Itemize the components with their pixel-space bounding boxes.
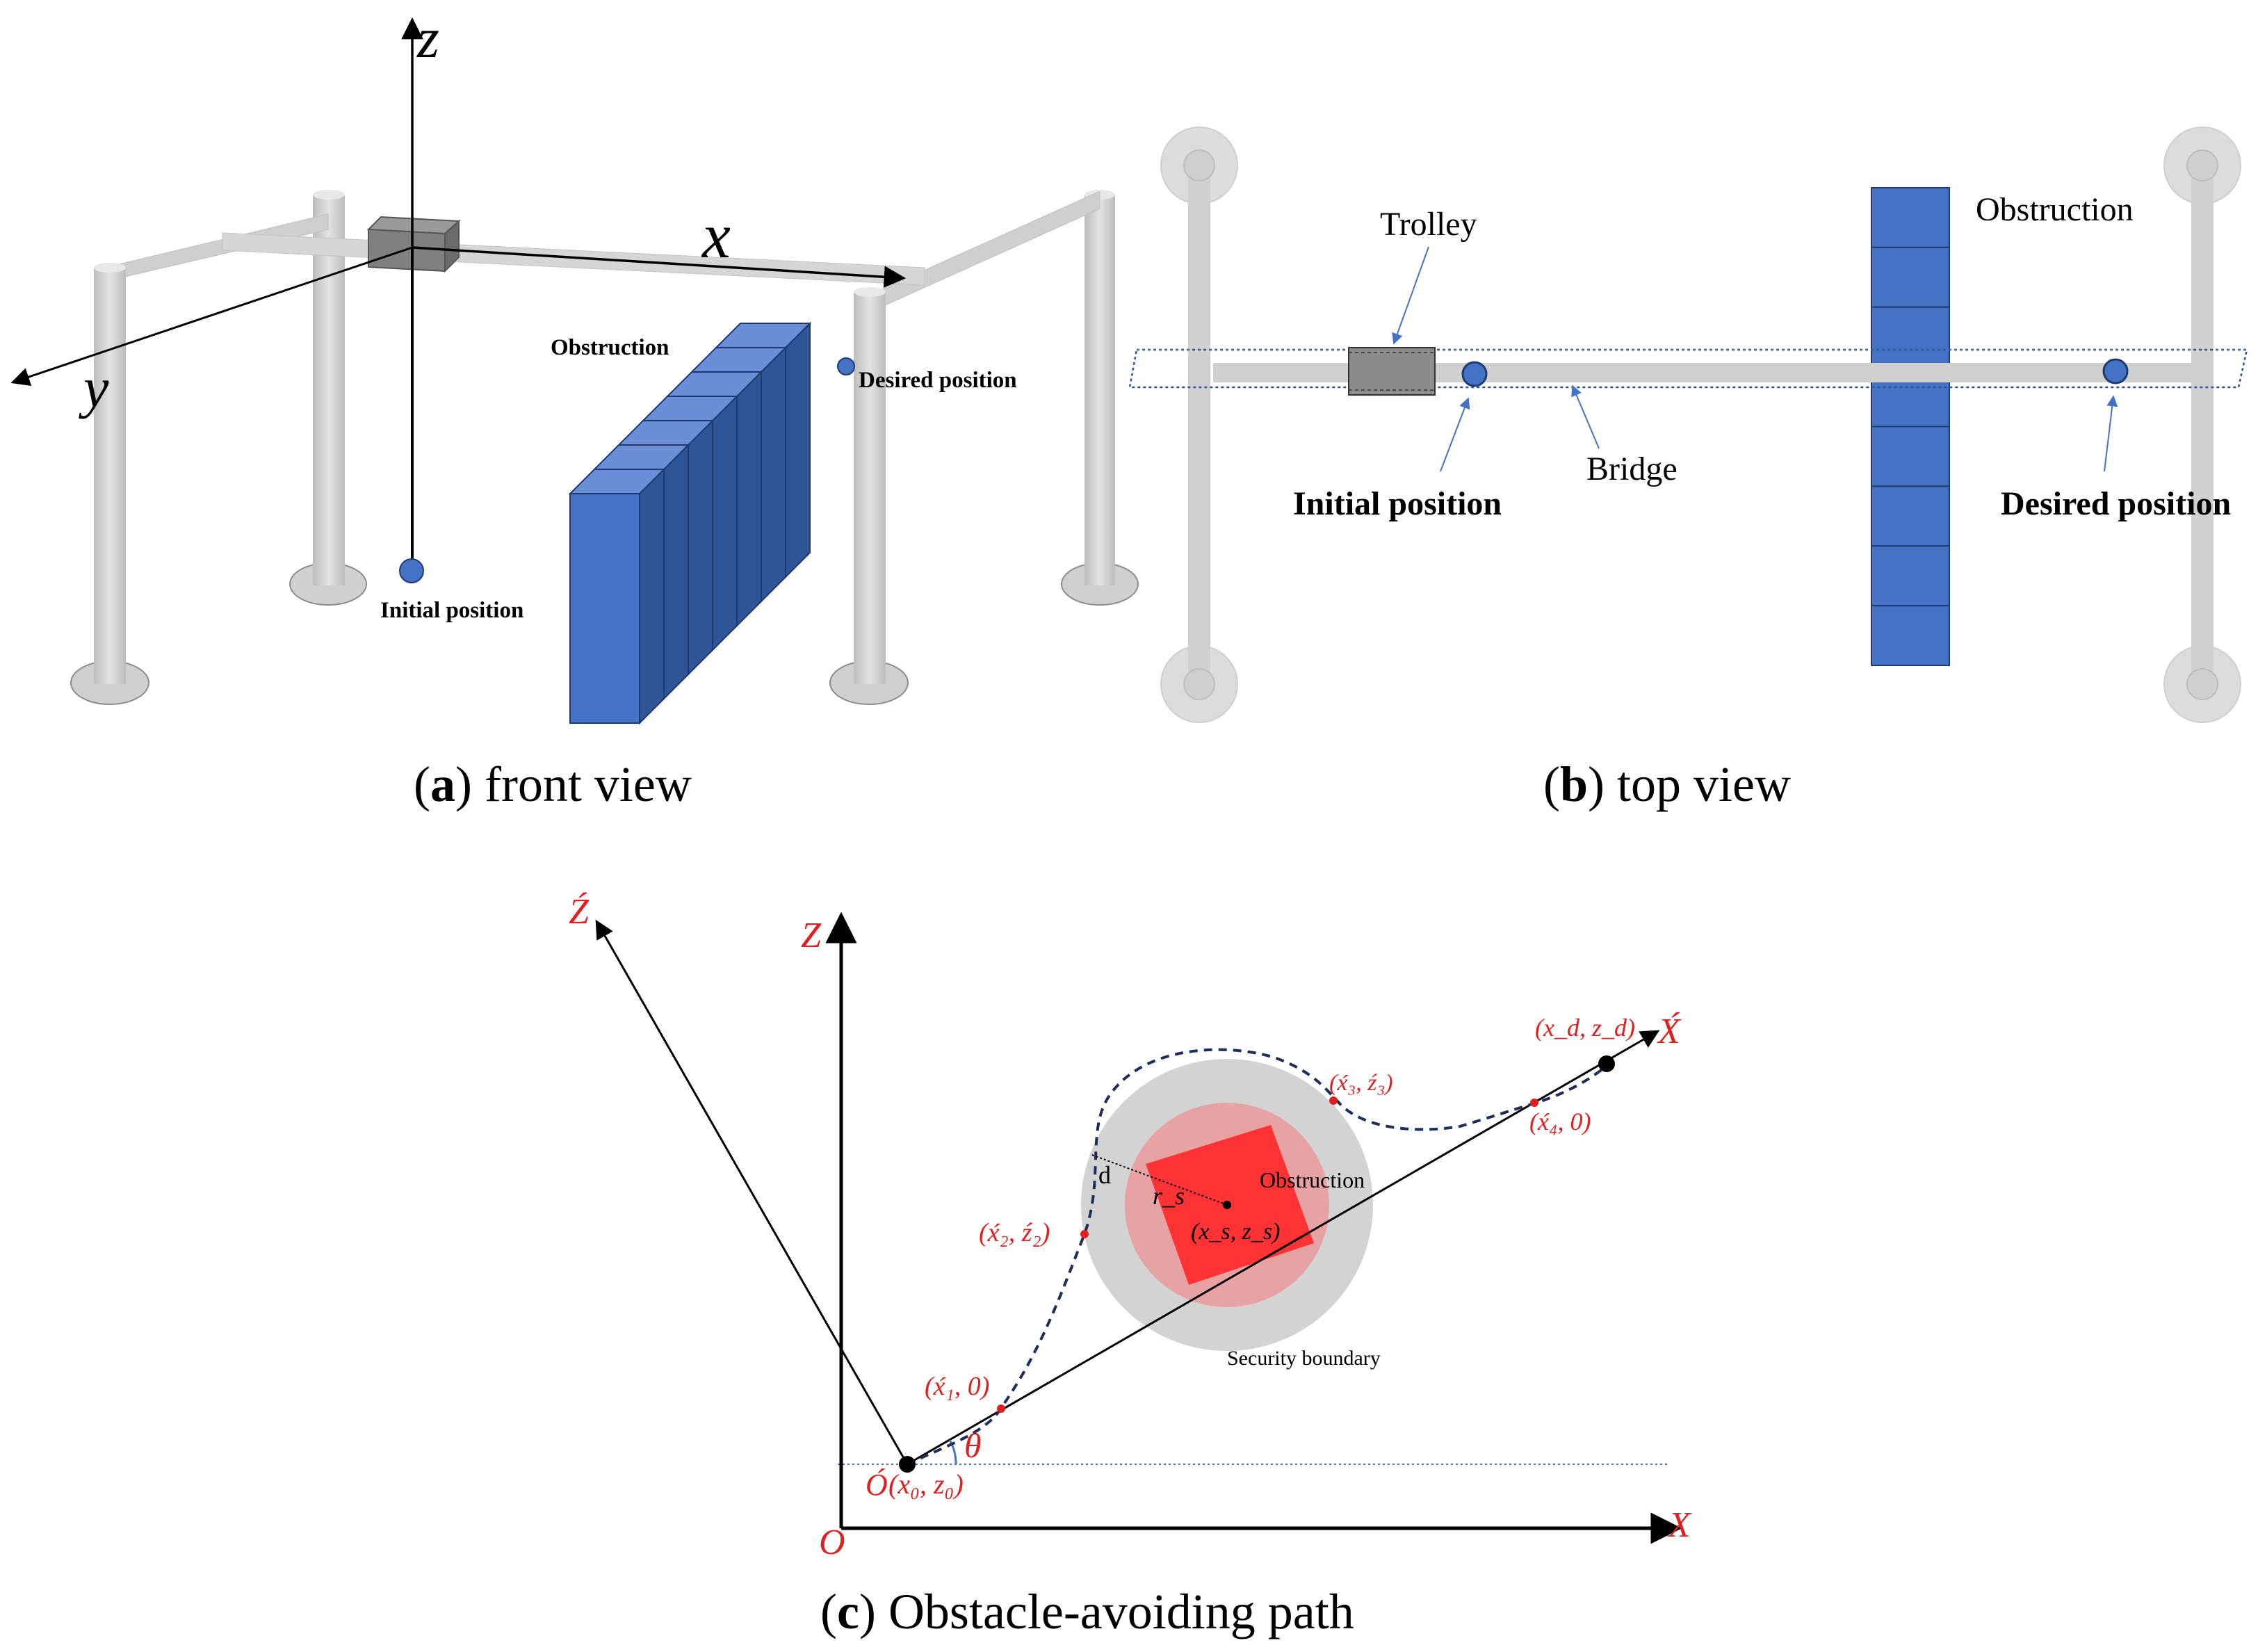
axis-Xp-label: X́ bbox=[1657, 1012, 1682, 1051]
desired-dot bbox=[1598, 1055, 1615, 1072]
avoiding-path bbox=[907, 1048, 1611, 1466]
axis-x-line bbox=[412, 246, 907, 288]
caption-b: (b) top view bbox=[1543, 756, 1791, 812]
origin-O-label: O bbox=[819, 1523, 845, 1562]
d-label: d bbox=[1098, 1161, 1111, 1189]
obstruction-slab-side bbox=[663, 443, 689, 701]
obstruction-label: Obstruction bbox=[551, 335, 669, 360]
axis-y-line bbox=[10, 246, 413, 387]
top-obstruction-segment bbox=[1871, 187, 1950, 248]
point-x3-label: (x́₃, ź₃) bbox=[1329, 1070, 1393, 1096]
top-trolley bbox=[1348, 347, 1436, 396]
desired-position-label: Desired position bbox=[859, 368, 1017, 393]
obstruction-slab-side bbox=[639, 467, 665, 725]
trolley-leader bbox=[1392, 246, 1429, 345]
desired-leader bbox=[2104, 395, 2118, 472]
rs-radius-line bbox=[1089, 1153, 1228, 1206]
axis-Zp-line bbox=[595, 919, 909, 1465]
origin-prime-dot bbox=[899, 1456, 916, 1473]
point-x4-label: (x́₄, 0) bbox=[1529, 1108, 1591, 1135]
top-obstruction-segment bbox=[1871, 306, 1950, 368]
top-obstruction bbox=[1871, 187, 1950, 666]
caption-c: (c) Obstacle-avoiding path bbox=[820, 1584, 1354, 1639]
top-obstruction-label: Obstruction bbox=[1976, 191, 2134, 228]
path-obstruction-label: Obstruction bbox=[1260, 1167, 1365, 1192]
obstacle-center-dot bbox=[1223, 1201, 1231, 1209]
initial-position-marker bbox=[399, 558, 424, 583]
top-obstruction-segment bbox=[1871, 485, 1950, 547]
axis-X-label: X bbox=[1667, 1505, 1692, 1545]
theta-label: θ bbox=[964, 1426, 982, 1465]
gantry-right bbox=[2163, 127, 2241, 723]
top-initial-position bbox=[1461, 361, 1488, 387]
point-x0-label: (x₀, z₀) bbox=[888, 1468, 964, 1500]
waypoint-4 bbox=[1530, 1099, 1538, 1107]
initial-position-label: Initial position bbox=[380, 598, 523, 623]
panel-front-view: z x y Initial position Obstruction Desir… bbox=[10, 6, 1139, 812]
theta-arc bbox=[948, 1439, 957, 1465]
origin-prime-label: Ó bbox=[866, 1468, 888, 1502]
top-desired-label: Desired position bbox=[2001, 485, 2231, 522]
top-desired-position bbox=[2102, 358, 2129, 384]
bridge-leader bbox=[1571, 384, 1600, 449]
axis-y-label: y bbox=[79, 356, 109, 419]
axis-x-label: x bbox=[701, 200, 731, 271]
top-trolley-label: Trolley bbox=[1380, 206, 1477, 243]
point-xs-label: (x_s, z_s) bbox=[1191, 1219, 1280, 1245]
initial-leader bbox=[1440, 397, 1470, 472]
rs-label: r_s bbox=[1153, 1182, 1185, 1210]
pole-front-left bbox=[70, 263, 149, 705]
waypoint-3 bbox=[1329, 1096, 1338, 1105]
caption-a: (a) front view bbox=[414, 756, 692, 812]
pole-back-right bbox=[1061, 190, 1139, 606]
panel-top-view: Trolley Obstruction Bridge Initial posit… bbox=[1128, 127, 2248, 812]
top-obstruction-segment bbox=[1871, 605, 1950, 666]
axis-Zp-label: Ź bbox=[569, 891, 590, 932]
top-obstruction-segment bbox=[1871, 426, 1950, 487]
obstruction-stack bbox=[568, 321, 812, 725]
top-obstruction-segment bbox=[1871, 246, 1950, 308]
pole-front-right bbox=[829, 287, 909, 705]
obstruction-slab-side bbox=[688, 419, 713, 677]
top-obstruction-segment bbox=[1871, 545, 1950, 607]
security-boundary-label: Security boundary bbox=[1227, 1347, 1381, 1370]
gantry-left bbox=[1160, 127, 1238, 723]
point-x2-label: (x́₂, ź₂) bbox=[979, 1218, 1050, 1247]
trolley-box bbox=[366, 216, 461, 273]
axis-z-label: z bbox=[416, 6, 439, 70]
waypoint-1 bbox=[997, 1404, 1005, 1413]
obstruction-slab-side bbox=[761, 346, 786, 604]
top-initial-label: Initial position bbox=[1293, 485, 1502, 522]
top-bridge-label: Bridge bbox=[1586, 451, 1678, 487]
waypoint-2 bbox=[1080, 1230, 1089, 1238]
obstruction-slab-side bbox=[712, 394, 738, 652]
panel-path: Z X O Ź X́ θ Ó (x₀, z₀) (x́₁, 0) (x́₂, ź… bbox=[569, 891, 1692, 1639]
point-xd-label: (x_d, z_d) bbox=[1535, 1014, 1635, 1042]
pole-back-left bbox=[289, 190, 367, 606]
point-x1-label: (x́₁, 0) bbox=[925, 1372, 989, 1401]
bridge-outline bbox=[1128, 348, 2248, 389]
rail-right-side bbox=[875, 191, 1100, 310]
obstruction-slab-side bbox=[785, 321, 811, 579]
obstruction-slab-front bbox=[569, 493, 640, 724]
axis-Z-label: Z bbox=[801, 916, 822, 955]
desired-position-marker bbox=[837, 357, 855, 375]
obstruction-slab-side bbox=[736, 370, 762, 628]
